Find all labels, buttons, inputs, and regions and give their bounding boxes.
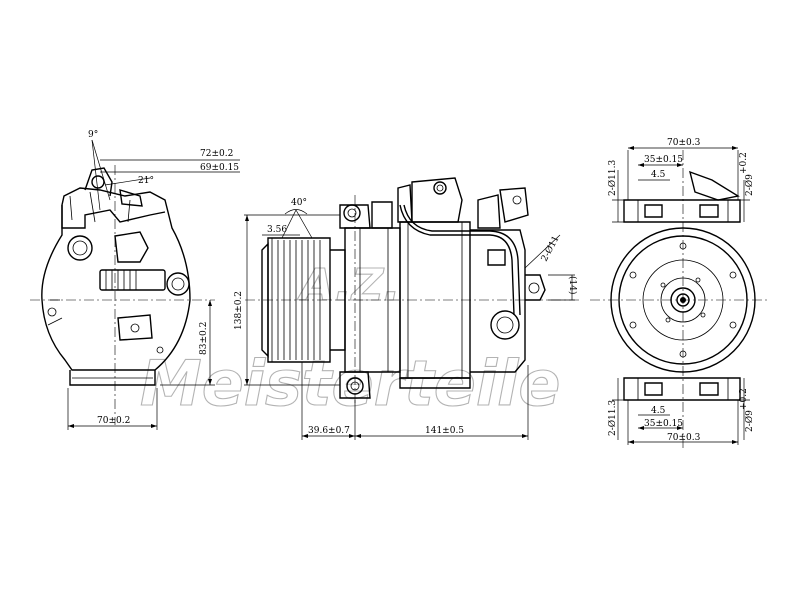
angle-9-label: 9° [88, 130, 98, 140]
right-top-tol-sup: +0.2 [739, 152, 749, 174]
angle-21-label: 21° [138, 176, 154, 186]
watermark-logo: A.Z. [297, 260, 400, 311]
right-bottom-dim-35-label: 35±0.15 [644, 419, 683, 429]
dim-70-label: 70±0.2 [97, 416, 130, 426]
side-view: 40° 3.56 138±0.2 39.6±0.7 141±0.5 2-Ø11 … [234, 177, 580, 440]
dim-141-label: 141±0.5 [425, 426, 464, 436]
right-top-hole-label: 2-Ø11.3 [607, 160, 618, 196]
right-top-dim-4-5-label: 4.5 [651, 170, 666, 180]
right-bottom-dim-4-5-label: 4.5 [651, 406, 666, 416]
right-top-dim-70-label: 70±0.3 [667, 138, 701, 148]
watermark-text: Meisterteile [140, 347, 560, 420]
dim-39-6-label: 39.6±0.7 [308, 426, 350, 436]
right-top-tol-label: 2-Ø9 [744, 174, 755, 196]
angle-40-label: 40° [291, 198, 307, 208]
right-bottom-dim-70-label: 70±0.3 [667, 433, 701, 443]
dim-14-label: (14) [567, 276, 578, 294]
dim-138-label: 138±0.2 [234, 291, 244, 330]
right-bottom-tol-sup: +0.2 [739, 388, 749, 410]
right-rear-view: 70±0.3 35±0.15 4.5 2-Ø11.3 2-Ø9 +0.2 70±… [590, 138, 770, 450]
dim-72-label: 72±0.2 [200, 149, 233, 159]
right-bottom-hole-label: 2-Ø11.3 [607, 400, 618, 436]
left-front-view: 9° 21° 72±0.2 69±0.15 83±0.2 70±0.2 [30, 130, 240, 430]
dim-83-label: 83±0.2 [199, 322, 209, 355]
dim-69-label: 69±0.15 [200, 163, 239, 173]
right-bottom-tol-label: 2-Ø9 [744, 410, 755, 432]
dim-3-56-label: 3.56 [267, 225, 287, 235]
right-top-dim-35-label: 35±0.15 [644, 155, 683, 165]
dim-2-d11-label: 2-Ø11 [539, 234, 562, 264]
